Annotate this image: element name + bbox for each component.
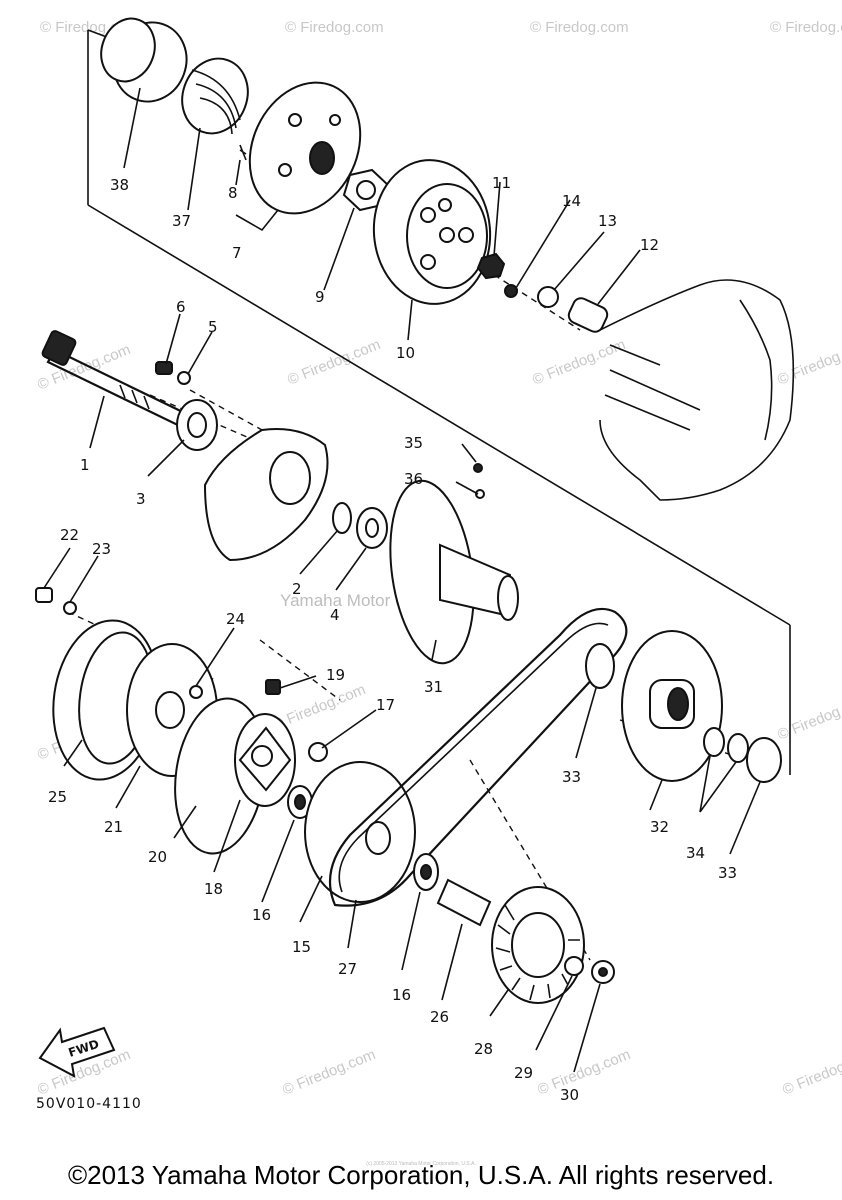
part-7-clutch-carrier (239, 81, 362, 215)
callout: 33 (562, 768, 581, 786)
parts-29-30-washer-nut (564, 956, 615, 984)
parts-2-4-circlip-seal (332, 502, 388, 549)
callout: 18 (204, 880, 223, 898)
callout: 22 (60, 526, 79, 544)
callout: 8 (228, 184, 238, 202)
callout: 3 (136, 490, 146, 508)
callout: 16 (252, 906, 271, 924)
callout: 16 (392, 986, 411, 1004)
callout: 7 (232, 244, 242, 262)
callout: 38 (110, 176, 129, 194)
part-34-o-rings (703, 727, 749, 763)
callout: 26 (430, 1008, 449, 1026)
callout: 32 (650, 818, 669, 836)
fwd-arrow-icon: FWD (38, 1026, 116, 1078)
watermark: © Firedog.com (775, 336, 842, 389)
watermark: © Firedog.com (780, 1046, 842, 1099)
copyright-notice: ©2013 Yamaha Motor Corporation, U.S.A. A… (67, 1160, 775, 1190)
parts-11-14-12-13-hardware (476, 252, 609, 333)
callout: 11 (492, 174, 511, 192)
callout: 13 (598, 212, 617, 230)
watermark: © Firedog.com (285, 19, 384, 36)
callout: 25 (48, 788, 67, 806)
callout: 2 (292, 580, 302, 598)
callout: 37 (172, 212, 191, 230)
callout: 30 (560, 1086, 579, 1104)
callout: 5 (208, 318, 218, 336)
part-28-fan-sheave (491, 886, 585, 1004)
watermark: © Firedog.com (530, 19, 629, 36)
part-3-bearing (176, 399, 218, 451)
callout: 29 (514, 1064, 533, 1082)
callout-labels: 1 2 3 4 5 6 7 8 9 10 11 12 13 14 15 16 1… (48, 174, 737, 1104)
parts-15-27-primary-sheave (304, 761, 416, 903)
callout: 20 (148, 848, 167, 866)
part-38-sleeve (100, 17, 188, 103)
callout: 10 (396, 344, 415, 362)
part-18-primary-sheave-slide (234, 713, 296, 807)
callout: 12 (640, 236, 659, 254)
callout: 24 (226, 610, 245, 628)
callout: 23 (92, 540, 111, 558)
diagram-code: 50V010-4110 (36, 1096, 142, 1112)
callout: 9 (315, 288, 325, 306)
watermark: © Firedog.com (280, 1046, 378, 1099)
callout: 1 (80, 456, 90, 474)
callout: 31 (424, 678, 443, 696)
watermark: © Firedog.com (285, 336, 383, 389)
callout: 21 (104, 818, 123, 836)
callout: 33 (718, 864, 737, 882)
fine-print: (c) 2005-2013 Yamaha Motor Corporation, … (366, 1161, 476, 1167)
transmission-cover (203, 428, 329, 562)
parts-5-6-bolt-washer (155, 361, 191, 385)
callout: 34 (686, 844, 705, 862)
callout: 28 (474, 1040, 493, 1058)
watermark: © Firedog.com (530, 336, 628, 389)
leader-lines (43, 87, 761, 1073)
callout: 4 (330, 606, 340, 624)
part-10-clutch-housing (372, 159, 492, 305)
watermark: © Firedog.com (770, 19, 842, 36)
callout: 15 (292, 938, 311, 956)
callout: 35 (404, 434, 423, 452)
part-31-secondary-sheave-fixed (389, 463, 519, 665)
watermark: © Firedog.com (775, 691, 842, 744)
crankcase-outline (599, 279, 795, 501)
watermark: © Firedog.com (535, 1046, 633, 1099)
parts-16-26-collar-spacer (413, 853, 492, 927)
callout: 14 (562, 192, 581, 210)
callout: 6 (176, 298, 186, 316)
part-16-collar (287, 785, 313, 819)
part-33-seal (585, 643, 782, 783)
callout: 27 (338, 960, 357, 978)
part-32-secondary-sheave-sliding (621, 630, 723, 782)
callout: 17 (376, 696, 395, 714)
callout: 19 (326, 666, 345, 684)
callout: 36 (404, 470, 423, 488)
part-37-spring (181, 57, 249, 135)
v-belt (328, 607, 628, 907)
part-9-nut (342, 168, 390, 212)
